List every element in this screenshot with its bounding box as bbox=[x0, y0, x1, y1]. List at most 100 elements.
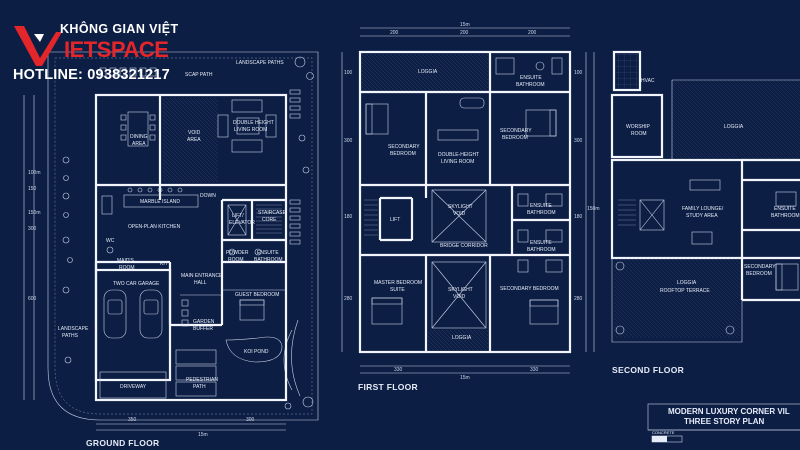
house-outline-first bbox=[358, 50, 572, 354]
first-floor-title: FIRST FLOOR bbox=[358, 382, 418, 392]
sf-label-lounge: FAMILY LOUNGE/ bbox=[682, 206, 724, 212]
label-powder: POWDER bbox=[226, 250, 249, 256]
label-living-room: LIVING ROOM bbox=[234, 127, 267, 133]
ff-label-dbl2: LIVING ROOM bbox=[441, 159, 474, 165]
label-main-entrance: MAIN ENTRANCE bbox=[181, 273, 223, 279]
sf-label-lounge2: STUDY AREA bbox=[686, 213, 718, 219]
landscape-shrubs bbox=[62, 56, 314, 410]
label-ensuite2: BATHROOM bbox=[254, 257, 283, 263]
label-staircase: STAIRCASE bbox=[258, 210, 287, 216]
label-landscape-left: LANDSCAPE bbox=[58, 326, 89, 332]
sf-label-sec: SECONDARY bbox=[744, 264, 776, 270]
label-koi-pond: KOI POND bbox=[244, 349, 269, 355]
ff-label-ensuite-mr: ENSUITE bbox=[530, 203, 552, 209]
sf-label-terrace: ROOFTOP TERRACE bbox=[660, 288, 710, 294]
second-floor-title: SECOND FLOOR bbox=[612, 365, 684, 375]
ff-dim-l3: 180 bbox=[344, 214, 353, 220]
brand-watermark: KHÔNG GIAN VIỆT IETSPACE HOTLINE: 093832… bbox=[0, 0, 200, 90]
site-boundary bbox=[47, 51, 319, 421]
brand-v-logo-icon bbox=[14, 26, 62, 66]
dim-ground-h3: 150m bbox=[28, 210, 41, 216]
second-floor-plan bbox=[610, 50, 800, 343]
ff-label-master2: SUITE bbox=[390, 287, 405, 293]
label-core: CORE bbox=[262, 217, 277, 223]
ff-label-skylight2: VOID bbox=[453, 211, 466, 217]
label-ensuite: ENSUITE bbox=[257, 250, 279, 256]
label-kit: KIT bbox=[160, 261, 168, 267]
label-lift: LIFT/ bbox=[232, 213, 244, 219]
label-marble-island: MARBLE ISLAND bbox=[140, 199, 180, 205]
brand-logo-text: IETSPACE bbox=[64, 37, 169, 62]
label-guest-bedroom: GUEST BEDROOM bbox=[235, 292, 279, 298]
ff-dim-l4: 280 bbox=[344, 296, 353, 302]
ff-dim-r1: 100 bbox=[574, 70, 583, 76]
label-hall: HALL bbox=[194, 280, 207, 286]
dim-ground-h4: 150 bbox=[28, 186, 37, 192]
label-wc: WC bbox=[106, 238, 115, 244]
parked-cars bbox=[103, 289, 163, 339]
ff-dim-top3: 200 bbox=[460, 30, 469, 36]
hotline-text: HOTLINE: 0938321217 bbox=[13, 67, 170, 83]
dim-ground-total: 15m bbox=[198, 432, 208, 438]
label-double-height: DOUBLE HEIGHT bbox=[233, 120, 274, 126]
sf-label-loggia: LOGGIA bbox=[724, 124, 744, 130]
label-elevator: ELEVATOR bbox=[229, 220, 255, 226]
ff-label-ensuite-lr2: BATHROOM bbox=[527, 247, 556, 253]
ff-dim-top1: 15m bbox=[460, 22, 470, 28]
bedroom-beds-first bbox=[365, 103, 559, 325]
koi-pond bbox=[225, 336, 283, 363]
ff-dim-r2: 300 bbox=[574, 138, 583, 144]
sf-label-hvac: HVAC bbox=[641, 78, 655, 84]
ff-label-skylight-b: SKYLIGHT bbox=[448, 287, 473, 293]
title-block-scale: CONCRETE bbox=[652, 430, 675, 435]
dim-ground-w2: 300 bbox=[246, 417, 255, 423]
sf-label-ensuite2: BATHROOM bbox=[771, 213, 800, 219]
ff-label-loggia-top: LOGGIA bbox=[418, 69, 438, 75]
dim-ground-h1: 600 bbox=[28, 296, 37, 302]
sf-label-ensuite: ENSUITE bbox=[774, 206, 796, 212]
ff-dim-bot2: 330 bbox=[530, 367, 539, 373]
ff-dim-bot3: 15m bbox=[460, 375, 470, 381]
sf-label-loggia2: LOGGIA bbox=[677, 280, 697, 286]
ff-dim-r4: 280 bbox=[574, 296, 583, 302]
label-dining2: AREA bbox=[132, 141, 146, 147]
label-landscape-left2: PATHS bbox=[62, 333, 79, 339]
label-garden: GARDEN bbox=[193, 319, 215, 325]
ff-label-ensuite-mr2: BATHROOM bbox=[527, 210, 556, 216]
ff-label-ensuite-lr: ENSUITE bbox=[530, 240, 552, 246]
label-maid: MAID'S bbox=[117, 258, 134, 264]
ground-floor-title: GROUND FLOOR bbox=[86, 438, 159, 448]
label-powder2: ROOM bbox=[228, 257, 244, 263]
ff-label-dbl: DOUBLE-HEIGHT bbox=[438, 152, 479, 158]
sf-label-worship2: ROOM bbox=[631, 131, 647, 137]
label-down: DOWN bbox=[200, 193, 216, 199]
label-maid2: ROOM bbox=[119, 265, 135, 271]
sf-label-worship: WORSHIP bbox=[626, 124, 651, 130]
ff-label-skylight-b2: VOID bbox=[453, 294, 466, 300]
dining-table bbox=[120, 111, 156, 147]
label-driveway: DRIVEWAY bbox=[120, 384, 147, 390]
brand-name: KHÔNG GIAN VIỆT bbox=[60, 22, 179, 36]
ff-label-sec2: SECONDARY bbox=[500, 128, 532, 134]
ff-label-master: MASTER BEDROOM bbox=[374, 280, 422, 286]
ground-floor-plan bbox=[23, 51, 319, 431]
ff-label-lift: LIFT bbox=[390, 217, 400, 223]
ff-dim-top2: 200 bbox=[390, 30, 399, 36]
dim-ground-w1: 350 bbox=[128, 417, 137, 423]
label-dining: DINING bbox=[130, 134, 148, 140]
ff-label-sec3: SECONDARY BEDROOM bbox=[500, 286, 559, 292]
label-kitchen: OPEN-PLAN KITCHEN bbox=[128, 224, 181, 230]
ff-dim-top4: 200 bbox=[528, 30, 537, 36]
ff-dim-r3: 180 bbox=[574, 214, 583, 220]
ff-dim-bot1: 330 bbox=[394, 367, 403, 373]
label-pedestrian: PEDESTRIAN bbox=[186, 377, 218, 383]
ff-dim-l2: 300 bbox=[344, 138, 353, 144]
first-floor-plan bbox=[341, 27, 595, 374]
living-furniture bbox=[217, 99, 277, 153]
ff-dim-rt: 150m bbox=[587, 206, 600, 212]
dim-ground-h2: 300 bbox=[28, 226, 37, 232]
ff-label-ensuite-tr2: BATHROOM bbox=[516, 82, 545, 88]
skylight-voids bbox=[431, 189, 487, 329]
